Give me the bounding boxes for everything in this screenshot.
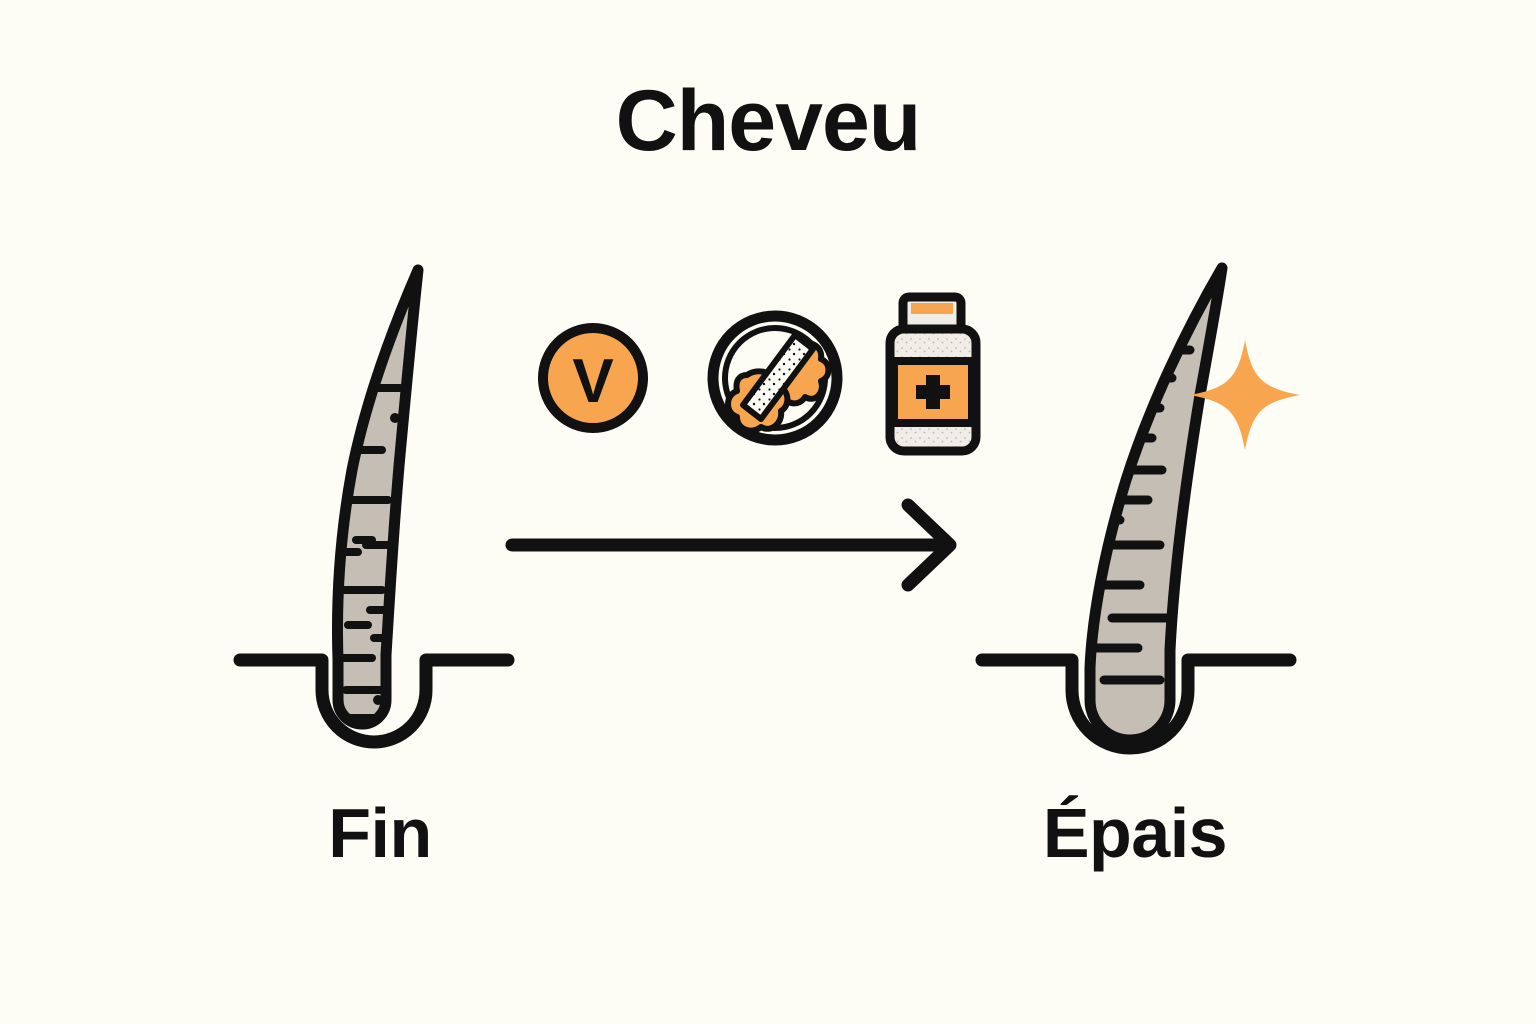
right-arrow xyxy=(505,498,957,592)
cuticle-marks-thin xyxy=(337,384,409,722)
hair-shaft-thick xyxy=(1084,262,1228,746)
page-title: Cheveu xyxy=(615,73,922,169)
thin-hair-follicle xyxy=(233,264,515,749)
vitamin-badge-circle xyxy=(538,323,648,433)
bottle-cap-stripe xyxy=(911,303,953,314)
thick-hair-follicle xyxy=(975,262,1300,755)
vitamin-badge-label: V xyxy=(572,347,613,416)
vitamin-v-badge-icon[interactable]: V xyxy=(533,283,663,473)
stage-label-after: Épais xyxy=(1042,794,1228,872)
food-bar xyxy=(740,332,816,422)
treatment-icon-row: V xyxy=(533,283,1003,473)
skin-line-left xyxy=(233,653,515,749)
skin-line-right xyxy=(975,653,1297,755)
arrow-head xyxy=(901,498,957,592)
stage-label-before: Fin xyxy=(328,794,432,872)
supplement-bottle-icon[interactable]: + xyxy=(873,283,1003,473)
sparkle-icon xyxy=(1190,340,1300,450)
healthy-food-plate-icon[interactable] xyxy=(703,283,843,473)
plus-icon xyxy=(916,375,950,409)
